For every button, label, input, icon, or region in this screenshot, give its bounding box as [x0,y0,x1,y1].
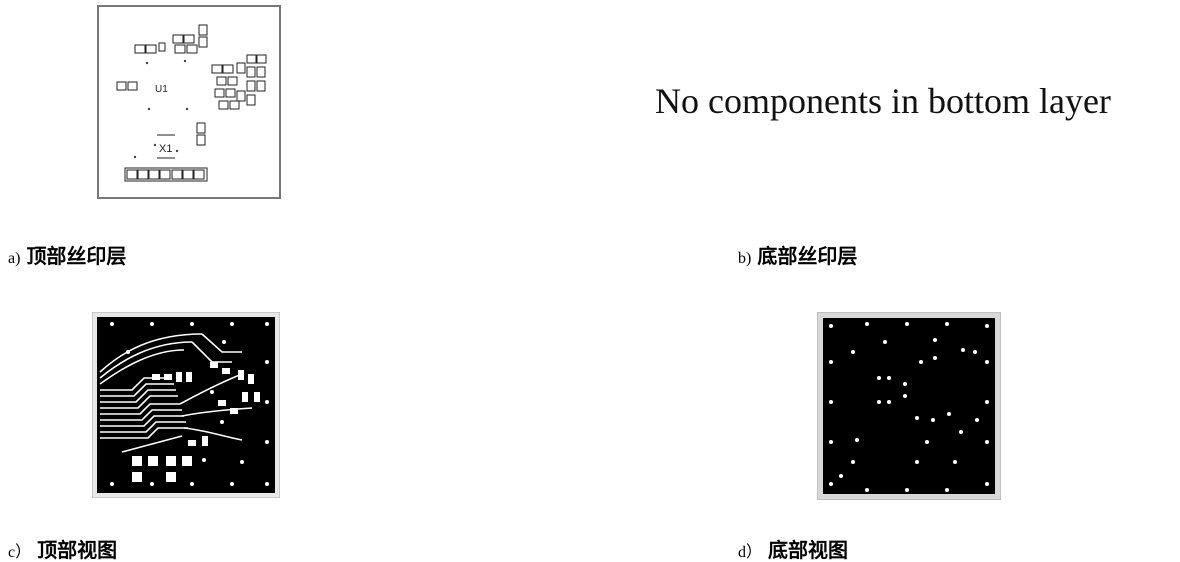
top-view-diagram [92,312,280,498]
caption-d: d） 底部视图 [738,540,848,561]
bottom-view-diagram [817,312,1001,500]
x1-label: X1 [159,143,172,155]
caption-c-text: 顶部视图 [37,538,118,562]
caption-a-text: 顶部丝印层 [26,244,127,268]
caption-b-tag: b) [738,250,752,267]
caption-b-text: 底部丝印层 [757,244,858,268]
caption-d-tag: d） [738,544,763,561]
caption-c-tag: c） [8,544,32,561]
u1-label: U1 [155,84,168,95]
caption-a-tag: a) [8,250,21,267]
caption-d-text: 底部视图 [768,538,849,562]
top-silkscreen-diagram: U1 X1 [97,5,281,199]
caption-c: c） 顶部视图 [8,540,117,561]
caption-b: b) 底部丝印层 [738,246,857,267]
caption-a: a) 顶部丝印层 [8,246,126,267]
no-components-message: No components in bottom layer [655,81,1111,121]
